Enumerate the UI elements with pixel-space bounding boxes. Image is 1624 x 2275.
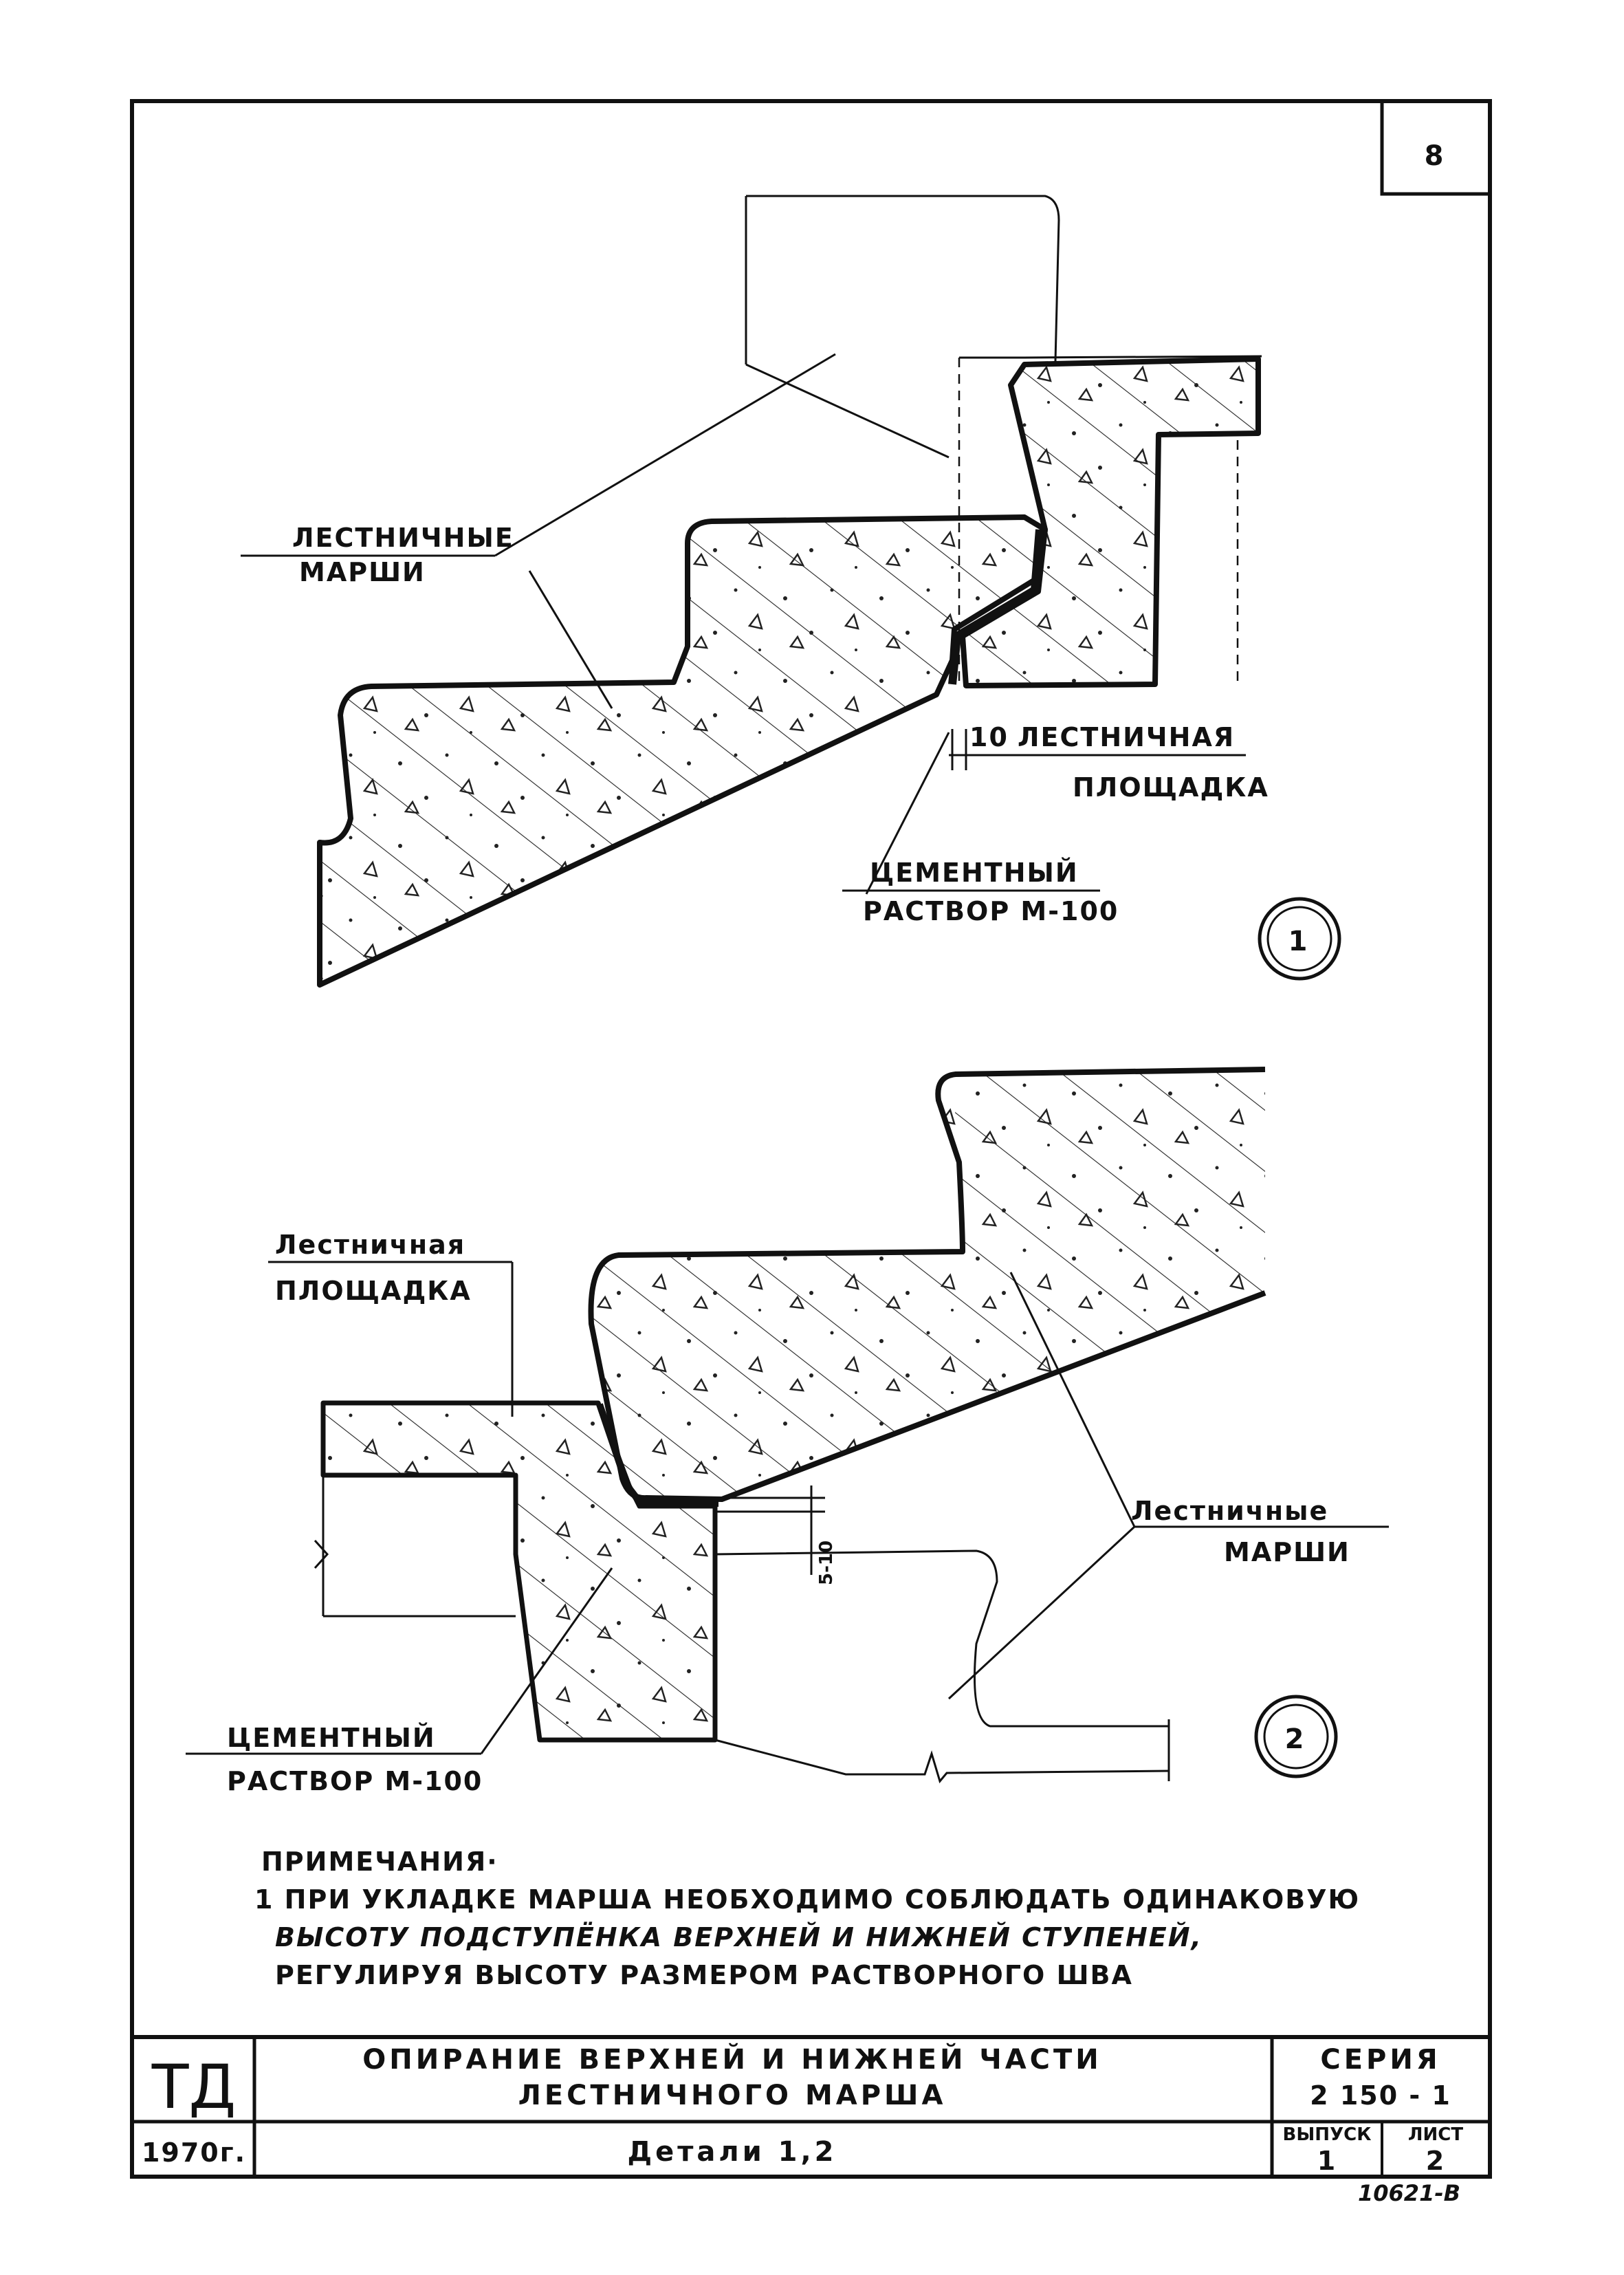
detail1-mortar-joint [948, 529, 1044, 685]
sheet-number: 8 [1425, 140, 1447, 172]
series-value: 2 150 - 1 [1310, 2080, 1451, 2111]
issue-value: 1 [1317, 2146, 1337, 2176]
detail2-label-marshi-2: МАРШИ [1224, 1537, 1350, 1567]
detail1-label-rastvor-2: РАСТВОР М-100 [863, 896, 1119, 926]
title-line-2: ЛЕСТНИЧНОГО МАРША [518, 2080, 947, 2111]
detail1-label-marshi-1: ЛЕСТНИЧНЫЕ [292, 523, 514, 553]
series-label: СЕРИЯ [1320, 2044, 1440, 2076]
detail2-label-rastvor-2: РАСТВОР М-100 [227, 1766, 483, 1796]
sheet-value: 2 [1426, 2146, 1445, 2176]
notes-line-2: ВЫСОТУ ПОДСТУПЁНКА ВЕРХНЕЙ И НИЖНЕЙ СТУП… [275, 1922, 1203, 1952]
year: 1970г. [142, 2137, 246, 2168]
archive-number: 10621-В [1358, 2180, 1460, 2206]
svg-text:2: 2 [1285, 1723, 1308, 1755]
sheet-frame [130, 99, 1492, 2179]
title-line-1: ОПИРАНИЕ ВЕРХНЕЙ И НИЖНЕЙ ЧАСТИ [362, 2043, 1102, 2076]
notes-line-3: РЕГУЛИРУЯ ВЫСОТУ РАЗМЕРОМ РАСТВОРНОГО ШВ… [275, 1960, 1133, 1990]
detail1-marker: 1 [1258, 897, 1341, 981]
notes-heading: ПРИМЕЧАНИЯ· [261, 1847, 498, 1877]
detail2-dim-gap: 5-10 [816, 1541, 837, 1585]
sheet-number-box: 8 [1380, 99, 1492, 196]
detail-1: ЛЕСТНИЧНЫЕ МАРШИ 10 ЛЕСТНИЧНАЯ ПЛОЩАДКА … [241, 195, 1341, 988]
svg-text:1: 1 [1288, 926, 1311, 957]
detail1-label-rastvor-1: ЦЕМЕНТНЫЙ [870, 858, 1079, 888]
detail1-label-marshi-2: МАРШИ [299, 557, 426, 587]
detail-2: Лестничная ПЛОЩАДКА Лестничные МАРШИ 5-1… [186, 1067, 1389, 1796]
detail2-label-rastvor-1: ЦЕМЕНТНЫЙ [227, 1723, 436, 1753]
detail1-dim-gap: 10 [969, 722, 1009, 752]
notes-line-1: 1 ПРИ УКЛАДКЕ МАРША НЕОБХОДИМО СОБЛЮДАТЬ… [254, 1884, 1360, 1915]
subtitle: Детали 1,2 [627, 2136, 837, 2168]
detail2-label-marshi-1: Лестничные [1131, 1496, 1328, 1526]
title-block: ТД 1970г. ОПИРАНИЕ ВЕРХНЕЙ И НИЖНЕЙ ЧАСТ… [132, 2035, 1490, 2177]
detail1-label-ploshchadka-1: ЛЕСТНИЧНАЯ [1018, 722, 1235, 752]
org-mark: ТД [151, 2051, 237, 2122]
notes: ПРИМЕЧАНИЯ· 1 ПРИ УКЛАДКЕ МАРША НЕОБХОДИ… [254, 1847, 1360, 1990]
sheet-label: ЛИСТ [1408, 2124, 1463, 2145]
detail2-marker: 2 [1254, 1695, 1338, 1778]
detail2-mortar-joint [596, 1403, 718, 1507]
detail2-label-ploshchadka-1: Лестничная [275, 1230, 465, 1260]
detail1-label-ploshchadka-2: ПЛОЩАДКА [1073, 772, 1269, 803]
issue-label: ВЫПУСК [1283, 2124, 1372, 2145]
detail2-label-ploshchadka-2: ПЛОЩАДКА [275, 1276, 472, 1306]
